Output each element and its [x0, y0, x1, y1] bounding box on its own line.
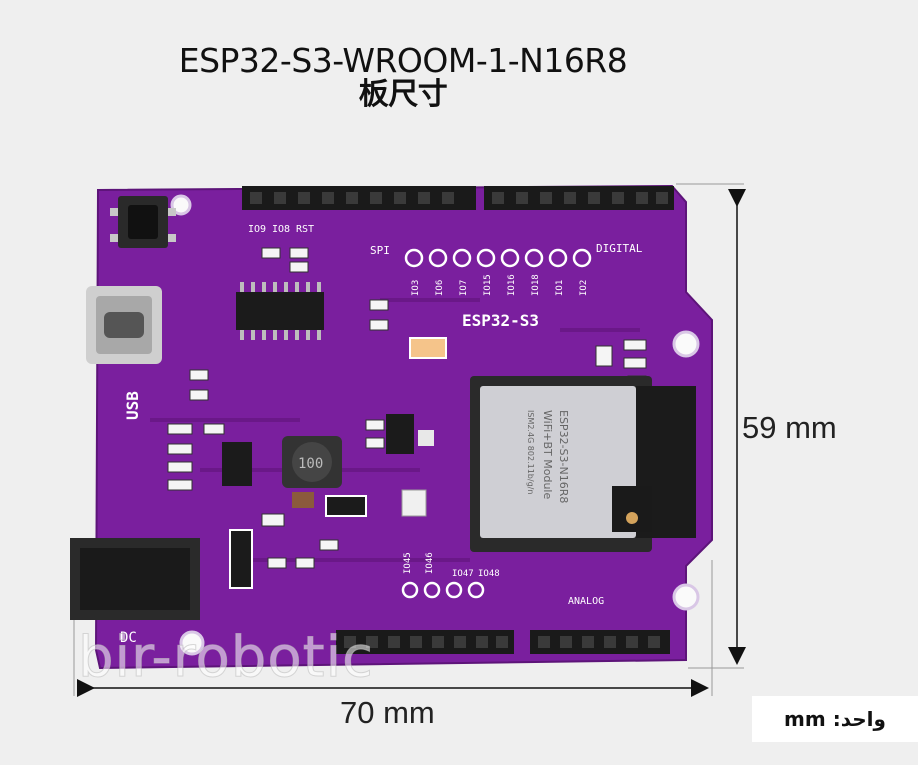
gpio-label: IO6 — [435, 280, 445, 296]
silk-digital: DIGITAL — [596, 242, 643, 255]
mid-io-labels: IO45 IO46 IO47 IO48 — [403, 552, 500, 579]
gpio-label: IO7 — [459, 280, 469, 296]
bottom-header-power — [336, 630, 514, 654]
bottom-header-analog — [530, 630, 670, 654]
gpio-label: IO1 — [555, 280, 565, 296]
inductor-marking: 100 — [298, 456, 323, 472]
silk-analog: ANALOG — [568, 596, 604, 607]
mounting-hole — [672, 583, 700, 611]
mid-io-label: IO48 — [478, 569, 500, 579]
silk-top-io9: IO9 — [248, 224, 266, 235]
page-title: ESP32-S3-WROOM-1-N16R8 板尺寸 — [178, 44, 628, 112]
esp32-module — [470, 376, 696, 552]
module-line1: ESP32-S3-N16R8 — [557, 410, 570, 503]
rgb-led — [401, 489, 427, 517]
mounting-hole — [170, 194, 192, 216]
height-dimension-label: 59 mm — [742, 410, 837, 445]
gpio-header-labels: IO3 IO6 IO7 IO15 IO16 IO18 IO1 IO2 — [411, 274, 589, 296]
silk-spi: SPI — [370, 244, 390, 257]
silk-top-io8: IO8 — [272, 224, 290, 235]
mid-io-label: IO47 — [452, 569, 474, 579]
top-header-right — [484, 186, 674, 210]
width-dimension-label: 70 mm — [340, 695, 435, 730]
gpio-label: IO18 — [531, 274, 541, 296]
mounting-hole — [179, 630, 205, 656]
usb-c-connector — [86, 286, 162, 364]
top-header-left — [242, 186, 476, 210]
gpio-label: IO3 — [411, 280, 421, 296]
gpio-label: IO2 — [579, 280, 589, 296]
usb-label: USB — [123, 391, 142, 420]
watermark: bir-robotic — [78, 625, 374, 691]
module-line2: WiFi+BT Module — [541, 410, 554, 499]
mid-io-label: IO46 — [425, 552, 435, 574]
power-led — [409, 337, 447, 359]
mounting-hole — [672, 330, 700, 358]
mid-io-header — [401, 581, 485, 599]
mid-io-label: IO45 — [403, 552, 413, 574]
inductor — [282, 436, 342, 488]
title-subtitle: 板尺寸 — [358, 77, 448, 112]
usb-serial-chip — [236, 282, 324, 340]
unit-note: واحد: mm — [752, 696, 918, 742]
gpio-label: IO16 — [507, 274, 517, 296]
diodes — [229, 492, 367, 589]
dc-label: DC — [120, 630, 137, 646]
silk-top-rst: RST — [296, 224, 314, 235]
board-name: ESP32-S3 — [462, 311, 539, 330]
gpio-header-row — [404, 248, 592, 268]
smd-components — [167, 247, 647, 569]
dimension-lines — [73, 183, 746, 697]
module-marking: ESP32-S3-N16R8 WiFi+BT Module ISM2.4G 80… — [526, 410, 570, 503]
title-model: ESP32-S3-WROOM-1-N16R8 — [178, 41, 628, 80]
gpio-label: IO15 — [483, 274, 493, 296]
reset-button — [110, 196, 176, 248]
dc-barrel-jack — [70, 538, 200, 620]
module-line3: ISM2.4G 802.11b/g/n — [526, 410, 535, 494]
voltage-regulator — [222, 414, 434, 486]
unit-note-text: واحد: mm — [784, 707, 886, 731]
